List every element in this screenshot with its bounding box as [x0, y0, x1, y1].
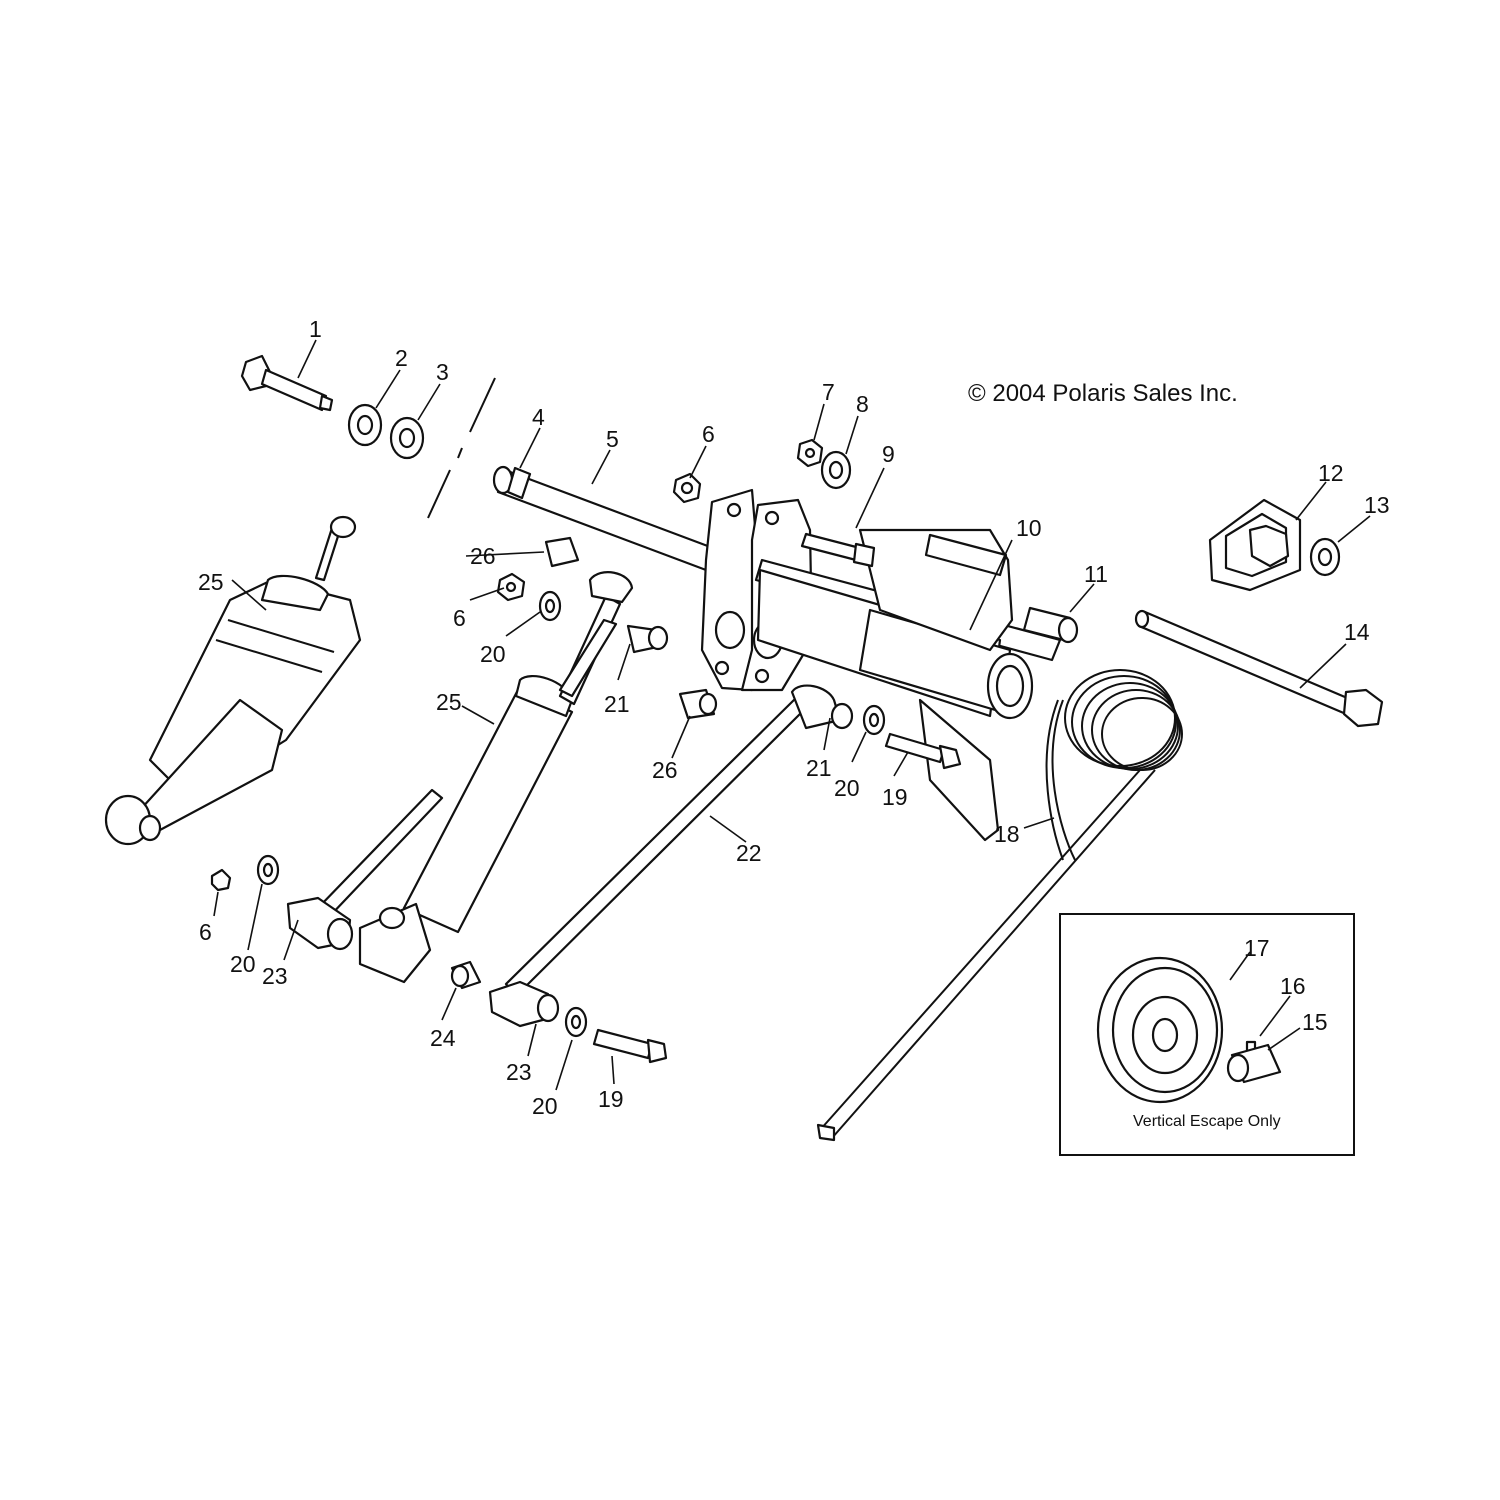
callout-24: 24: [430, 1025, 456, 1051]
callout-5: 5: [606, 426, 619, 452]
callout-2: 2: [395, 345, 408, 371]
part-24-sleeve: [450, 960, 482, 990]
part-2-washer: [347, 403, 383, 447]
part-6-nut-lower: [210, 868, 232, 892]
callout-20d: 20: [532, 1093, 558, 1119]
part-20-washer-c: [862, 704, 886, 736]
callout-15: 15: [1302, 1009, 1328, 1035]
callout-17: 17: [1244, 935, 1270, 961]
part-23-bushing-left: [286, 896, 354, 951]
callout-3: 3: [436, 359, 449, 385]
part-17-pulley: [1096, 956, 1224, 1104]
part-8-washer: [820, 450, 852, 490]
callout-6c: 6: [199, 919, 212, 945]
callout-22: 22: [736, 840, 762, 866]
callout-19a: 19: [882, 784, 908, 810]
part-6-nut-mid: [496, 572, 526, 602]
part-6-nut: [672, 472, 702, 504]
part-9-bolt: [800, 532, 876, 568]
callout-23a: 23: [262, 963, 288, 989]
callout-8: 8: [856, 391, 869, 417]
callout-labels: 1 2 3 4 5 6 7 8 9 10 11 12 13 14 15 16 1…: [198, 316, 1390, 1119]
part-13-washer: [1309, 537, 1341, 577]
callout-6a: 6: [702, 421, 715, 447]
callout-19b: 19: [598, 1086, 624, 1112]
callout-26a: 26: [470, 543, 496, 569]
part-1-bolt: [240, 354, 334, 412]
callout-21a: 21: [604, 691, 630, 717]
part-22-link-rod: [488, 684, 854, 1028]
callout-25b: 25: [436, 689, 462, 715]
leader-lines: [213, 339, 1371, 1091]
part-7-nut: [796, 438, 824, 468]
part-26-sleeve-upper: [544, 536, 580, 568]
callout-25a: 25: [198, 569, 224, 595]
callout-11: 11: [1084, 561, 1108, 587]
part-18-spring: [816, 669, 1183, 1142]
part-20-washer-d: [564, 1006, 588, 1038]
part-19-bolt-lower: [592, 1028, 668, 1064]
callout-12: 12: [1318, 460, 1344, 486]
alignment-line: [427, 377, 496, 519]
callout-20b: 20: [480, 641, 506, 667]
part-3-washer: [389, 416, 425, 460]
part-20-washer-a: [538, 590, 562, 622]
callout-26b: 26: [652, 757, 678, 783]
callout-7: 7: [822, 379, 835, 405]
callout-21b: 21: [806, 755, 832, 781]
part-11-shaft-end: [1022, 606, 1079, 644]
callout-13: 13: [1364, 492, 1390, 518]
callout-9: 9: [882, 441, 895, 467]
part-20-washer-b: [256, 854, 280, 886]
part-19-bolt-upper: [884, 732, 962, 770]
part-12-clamp: [1208, 498, 1302, 592]
callout-14: 14: [1344, 619, 1370, 645]
callout-20c: 20: [230, 951, 256, 977]
part-25-shock-left: [104, 515, 362, 846]
part-5-shaft: [492, 465, 747, 584]
callout-18: 18: [994, 821, 1020, 847]
inset-caption: Vertical Escape Only: [1133, 1113, 1281, 1130]
part-26-sleeve-lower: [678, 688, 718, 720]
callout-6b: 6: [453, 605, 466, 631]
part-15-collar: [1226, 1043, 1282, 1084]
copyright-text: © 2004 Polaris Sales Inc.: [968, 380, 1238, 407]
callout-4: 4: [532, 404, 545, 430]
callout-23b: 23: [506, 1059, 532, 1085]
callout-16: 16: [1280, 973, 1306, 999]
part-14-long-bolt: [1134, 609, 1384, 728]
callout-1: 1: [309, 316, 322, 342]
callout-20a: 20: [834, 775, 860, 801]
callout-10: 10: [1016, 515, 1042, 541]
